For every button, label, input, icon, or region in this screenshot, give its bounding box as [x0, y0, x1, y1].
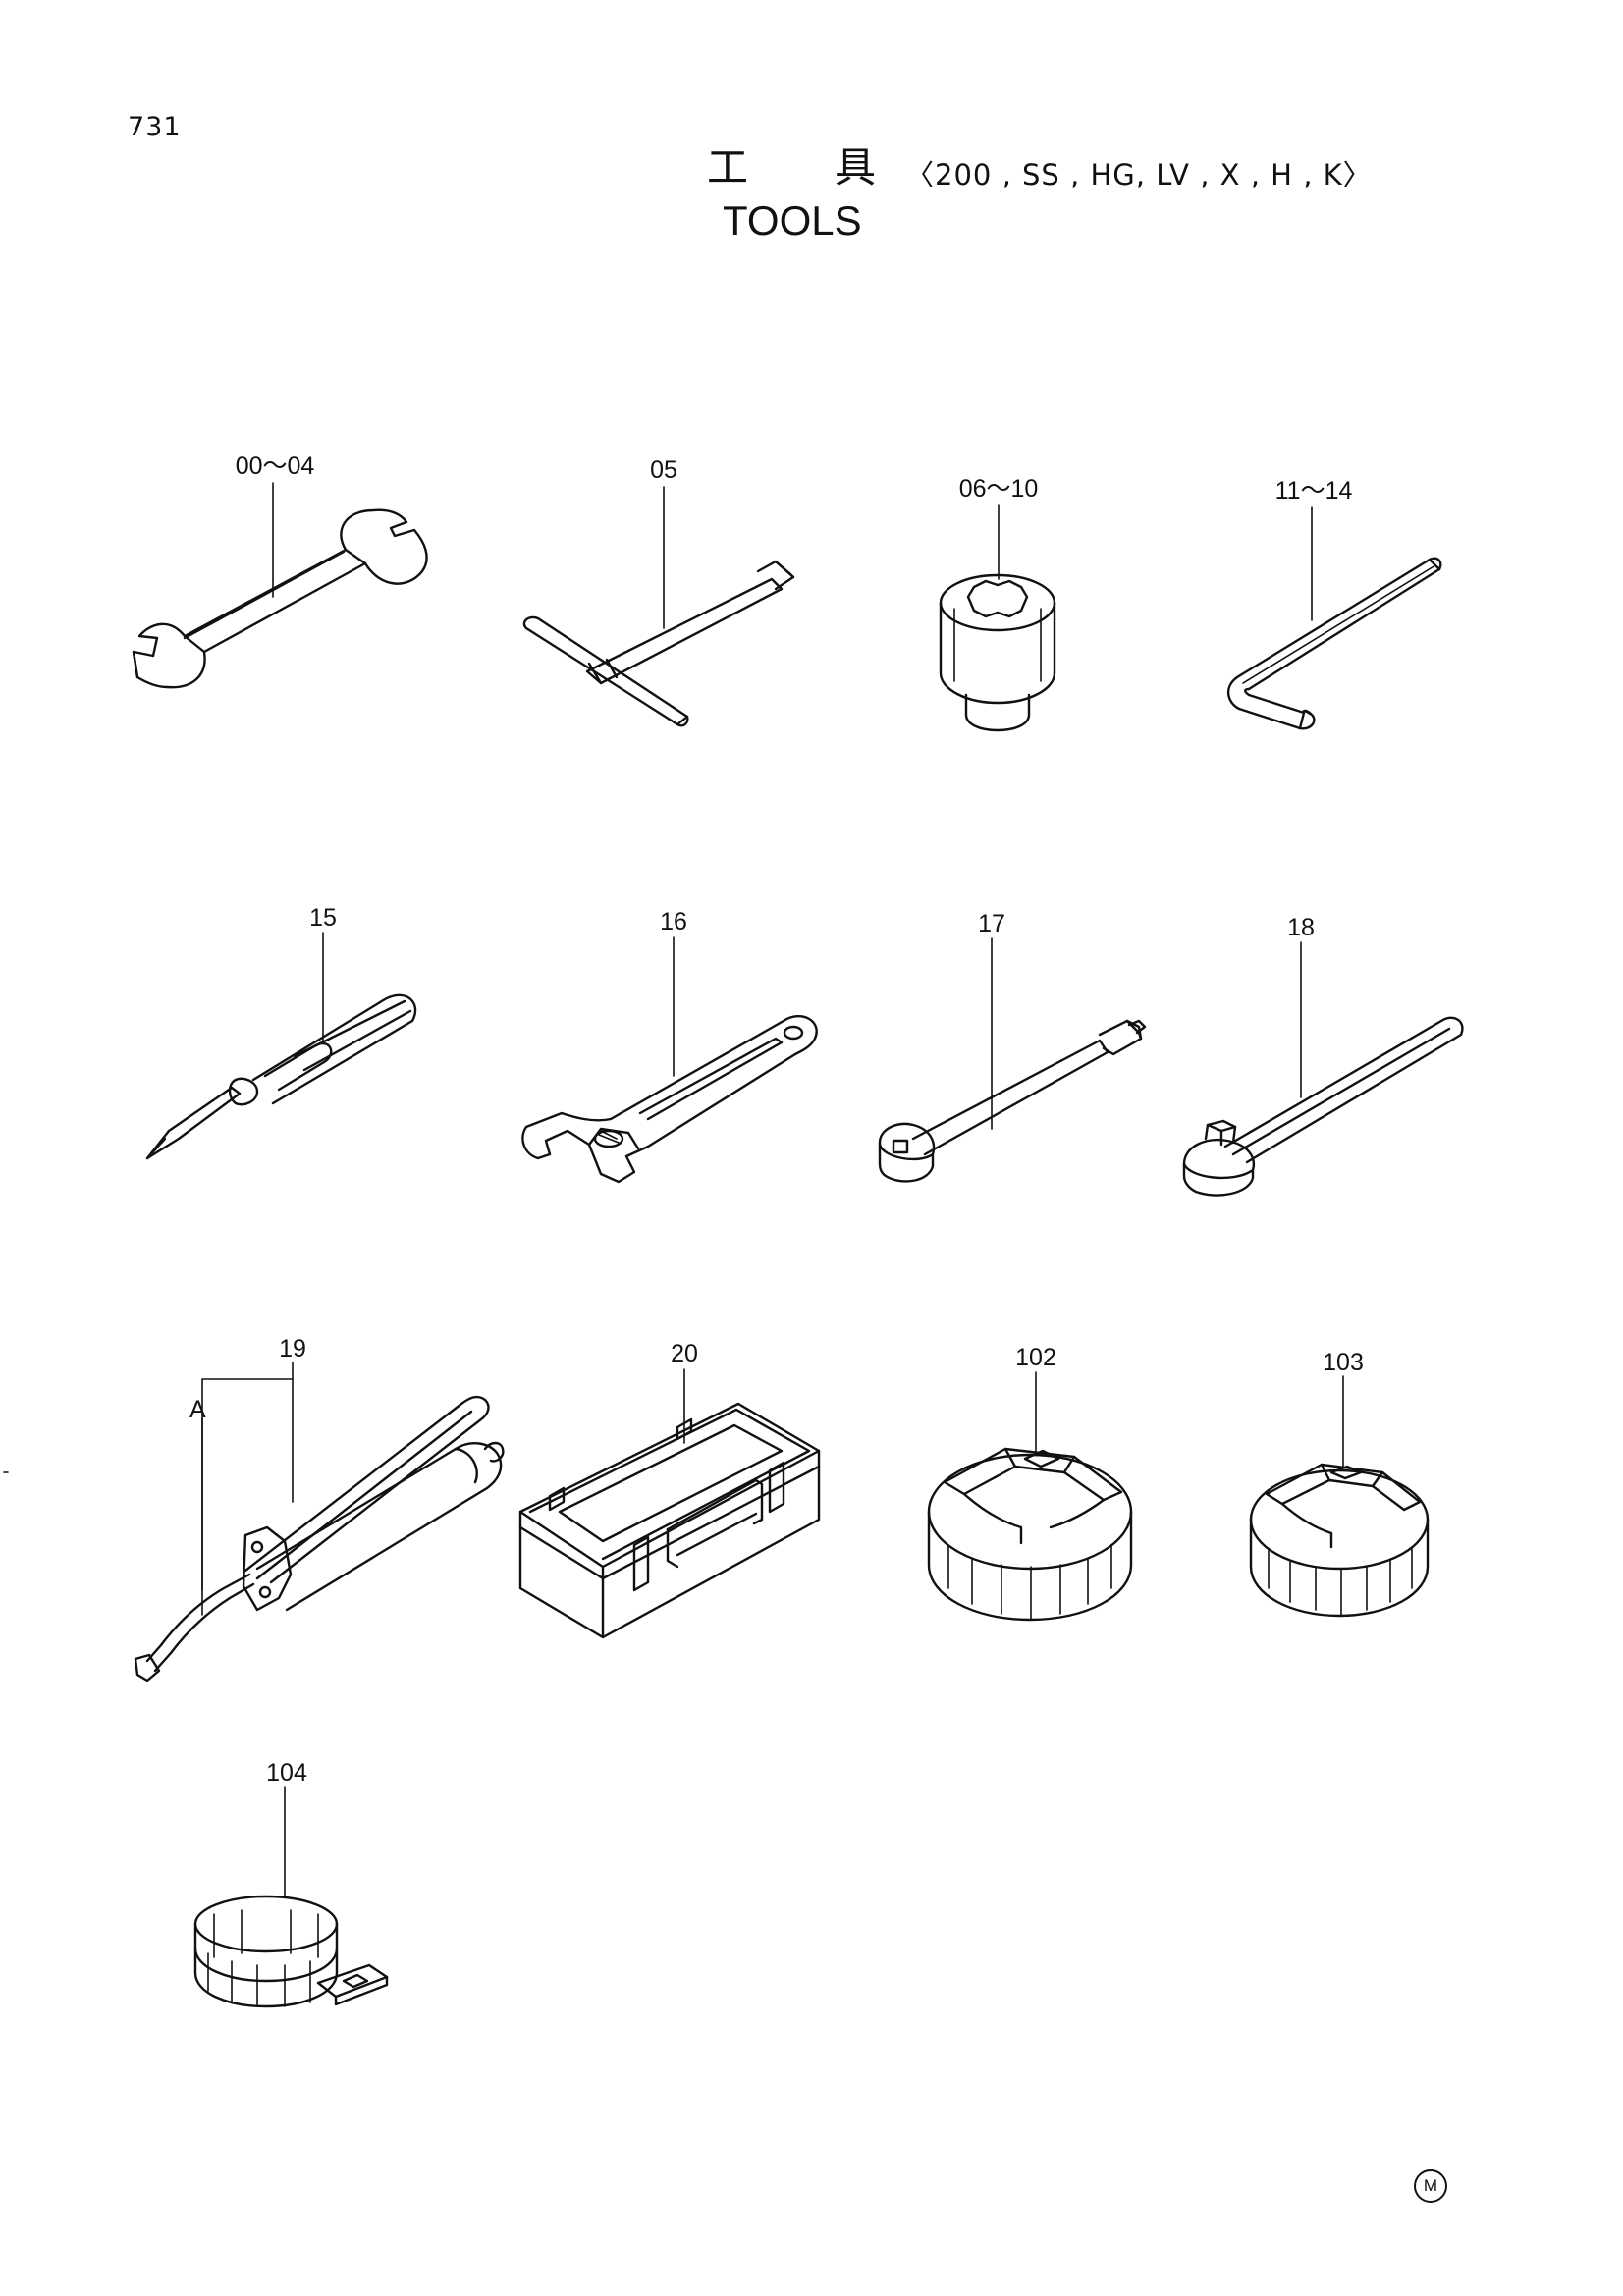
ratchet-handle-illustration [1182, 941, 1464, 1197]
filter-wrench-band-illustration [193, 1786, 389, 2008]
callout-adjustable-wrench: 16 [660, 908, 687, 935]
callout-hex-key: 11～14 [1274, 477, 1353, 505]
socket-illustration [939, 504, 1056, 732]
adjustable-wrench-illustration [521, 936, 818, 1184]
corner-m-mark: M [1414, 2169, 1447, 2203]
wrench-illustration [132, 482, 428, 689]
extension-bar-illustration [878, 937, 1147, 1183]
callout-filter-wrench-medium: 103 [1323, 1349, 1364, 1376]
title-models: 〈200 , SS , HG, LV , X , H , K〉 [905, 158, 1373, 191]
filter-wrench-large-illustration [927, 1371, 1133, 1622]
filter-wrench-medium-illustration [1249, 1375, 1430, 1618]
title-japanese-right: 具 [835, 143, 877, 191]
callout-screwdriver: 15 [309, 904, 337, 932]
callout-grease-gun: 19 [279, 1335, 306, 1362]
title-japanese-left: 工 [707, 143, 749, 191]
callout-filter-wrench-band: 104 [266, 1759, 307, 1787]
page-number: 731 [128, 112, 182, 142]
callout-tool-box: 20 [671, 1340, 698, 1367]
callout-wrench: 00～04 [235, 453, 315, 480]
callout-ratchet-handle: 18 [1287, 914, 1315, 941]
callout-filter-wrench-large: 102 [1015, 1344, 1056, 1371]
callout-t-handle-wrench: 05 [650, 456, 677, 484]
screwdriver-illustration [145, 932, 417, 1160]
title-english: TOOLS [723, 197, 862, 243]
t-handle-wrench-illustration [522, 486, 795, 727]
callout-extension-bar: 17 [978, 910, 1005, 937]
hex-key-illustration [1227, 506, 1442, 730]
callout-socket: 06～10 [958, 475, 1039, 503]
tool-box-illustration [518, 1368, 821, 1639]
grease-gun-illustration [134, 1362, 505, 1682]
title-japanese: 工具 [707, 147, 876, 188]
